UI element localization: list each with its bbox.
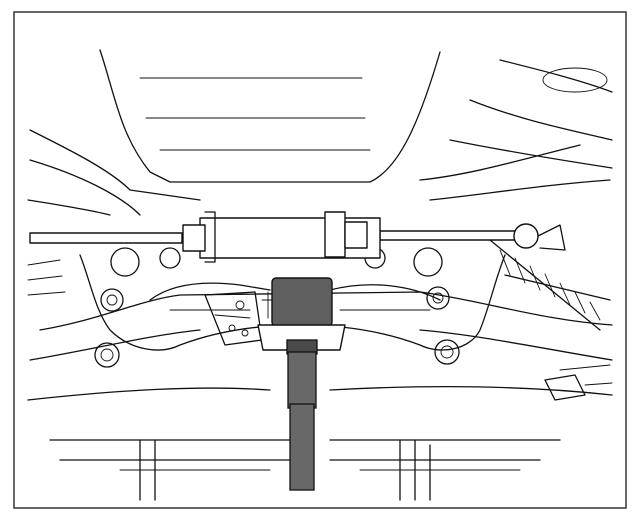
tool-handle xyxy=(289,403,315,491)
steering-rack xyxy=(29,211,566,263)
special-tool xyxy=(257,277,346,491)
bolt-icon xyxy=(94,342,120,368)
vehicle-underbody xyxy=(27,49,613,501)
socket-head xyxy=(271,277,333,327)
tool-extension xyxy=(287,351,317,409)
diagram-frame xyxy=(13,11,627,509)
bolt-icon xyxy=(426,286,450,310)
tool-flange xyxy=(257,324,346,351)
bolt-icon xyxy=(434,339,460,365)
bolt-icon xyxy=(100,288,124,312)
